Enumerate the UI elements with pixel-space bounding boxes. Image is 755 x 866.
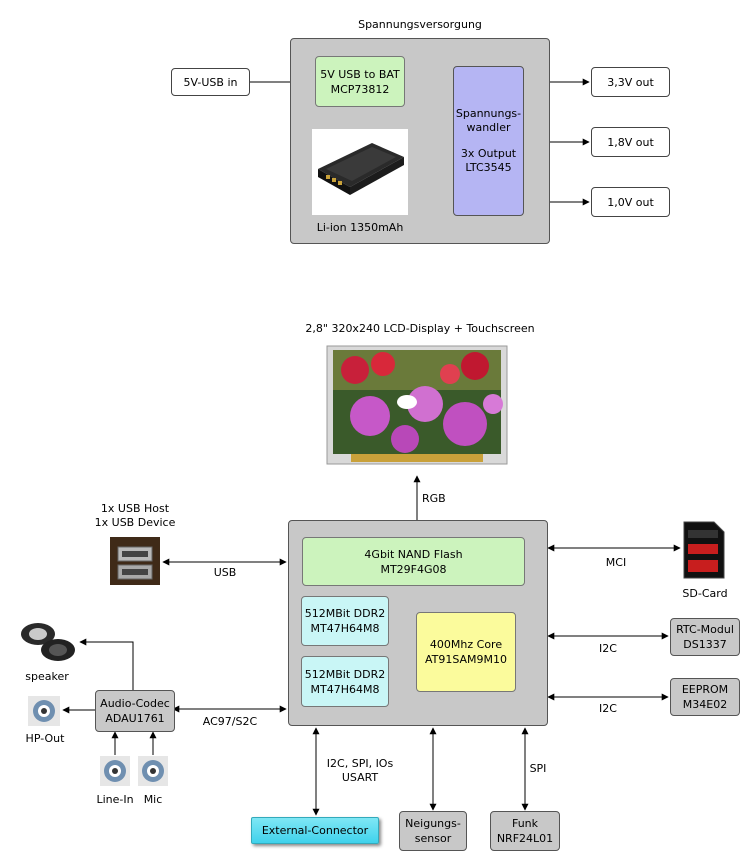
ddr2-box-1: 512MBit DDR2 MT47H64M8: [301, 596, 389, 646]
usb-in-box: 5V-USB in: [171, 68, 250, 96]
sd-card-label: SD-Card: [682, 587, 728, 600]
usb-port-image: [110, 537, 160, 585]
audio-jack-icon: [100, 756, 130, 786]
external-connector-box: External-Connector: [251, 817, 379, 844]
battery-icon: [318, 143, 404, 195]
radio-label: Funk: [511, 817, 539, 830]
ddr1-part: MT47H64M8: [310, 622, 380, 635]
ext-link-label-2: USART: [341, 771, 379, 784]
charger-label: 5V USB to BAT: [320, 67, 400, 81]
converter-box: Spannungs- wandler 3x Output LTC3545: [453, 66, 524, 216]
battery-label: Li-ion 1350mAh: [316, 221, 404, 234]
external-connector-label: External-Connector: [261, 824, 369, 837]
tilt-sensor-label-2: sensor: [414, 832, 452, 845]
usb-title-2: 1x USB Device: [94, 516, 176, 529]
lcd-display-image: [325, 344, 509, 470]
ddr2-box-2: 512MBit DDR2 MT47H64M8: [301, 656, 389, 707]
out-3v3-label: 3,3V out: [607, 75, 654, 89]
out-3v3-box: 3,3V out: [591, 67, 670, 97]
battery-image: [312, 129, 408, 215]
speaker-icon: [21, 623, 75, 661]
rgb-label: RGB: [422, 492, 446, 505]
rtc-i2c-label: I2C: [599, 642, 617, 655]
mic-label: Mic: [143, 793, 163, 806]
lcd-picture: [326, 345, 508, 465]
radio-box: Funk NRF24L01: [490, 811, 560, 851]
core-label: 400Mhz Core: [429, 638, 503, 651]
hp-out-image: [28, 696, 60, 726]
arrow-codec-to-speaker: [79, 638, 134, 690]
sd-card-icon: [683, 521, 725, 579]
converter-line-5: LTC3545: [465, 161, 512, 174]
ext-link-label-1: I2C, SPI, IOs: [326, 757, 394, 770]
audio-jack-icon: [28, 696, 60, 726]
usb-link-label: USB: [213, 566, 237, 579]
tilt-sensor-label-1: Neigungs-: [405, 817, 461, 830]
core-box: 400Mhz Core AT91SAM9M10: [416, 612, 516, 692]
converter-line-1: Spannungs-: [455, 107, 522, 120]
mci-label: MCI: [605, 556, 627, 569]
nand-label: 4Gbit NAND Flash: [364, 547, 463, 561]
out-1v8-box: 1,8V out: [591, 127, 670, 157]
usb-port-icon: [110, 537, 160, 585]
out-1v8-label: 1,8V out: [607, 135, 654, 149]
usb-title-1: 1x USB Host: [100, 502, 170, 515]
nand-part: MT29F4G08: [380, 562, 447, 576]
nand-flash-box: 4Gbit NAND Flash MT29F4G08: [302, 537, 525, 586]
rtc-label: RTC-Modul: [676, 623, 734, 636]
codec-part: ADAU1761: [105, 712, 165, 725]
radio-part: NRF24L01: [496, 832, 554, 845]
codec-label: Audio-Codec: [100, 697, 170, 710]
ddr2-part: MT47H64M8: [310, 682, 380, 696]
charger-box: 5V USB to BAT MCP73812: [315, 56, 405, 107]
line-in-label: Line-In: [96, 793, 134, 806]
power-title: Spannungsversorgung: [358, 18, 482, 31]
core-part: AT91SAM9M10: [424, 653, 508, 666]
converter-line-2: wandler: [466, 121, 511, 134]
charger-part: MCP73812: [330, 82, 390, 96]
ddr2-label: 512MBit DDR2: [304, 667, 386, 681]
eeprom-label: EEPROM: [681, 683, 729, 696]
spi-label: SPI: [529, 762, 547, 775]
sd-card-image: [682, 520, 726, 580]
speaker-image: [18, 620, 76, 664]
out-1v0-label: 1,0V out: [607, 195, 654, 209]
hp-out-label: HP-Out: [25, 732, 65, 745]
audio-codec-box: Audio-Codec ADAU1761: [95, 690, 175, 732]
out-1v0-box: 1,0V out: [591, 187, 670, 217]
display-title: 2,8" 320x240 LCD-Display + Touchscreen: [305, 322, 535, 335]
eeprom-part: M34E02: [682, 698, 728, 711]
ac97-label: AC97/S2C: [202, 715, 258, 728]
line-in-image: [100, 756, 130, 786]
eeprom-box: EEPROM M34E02: [670, 678, 740, 716]
ddr1-label: 512MBit DDR2: [304, 607, 386, 620]
mic-image: [138, 756, 168, 786]
audio-jack-icon: [138, 756, 168, 786]
eeprom-i2c-label: I2C: [599, 702, 617, 715]
converter-line-4: 3x Output: [460, 147, 517, 160]
rtc-box: RTC-Modul DS1337: [670, 618, 740, 656]
usb-in-label: 5V-USB in: [183, 75, 238, 89]
rtc-part: DS1337: [683, 638, 727, 651]
speaker-label: speaker: [25, 670, 69, 683]
tilt-sensor-box: Neigungs- sensor: [399, 811, 467, 851]
